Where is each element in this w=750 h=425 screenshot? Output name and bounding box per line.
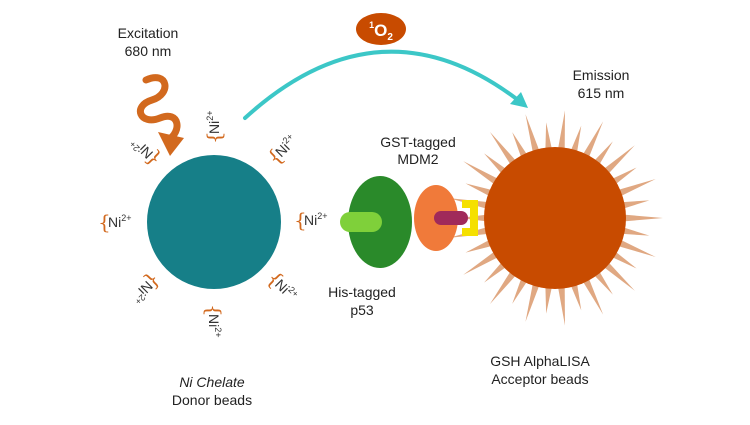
emission-ray — [512, 275, 529, 304]
o2-subscript: 2 — [387, 32, 393, 43]
emission-ray — [601, 259, 635, 291]
svg-text:Ni Chelate: Ni Chelate — [179, 374, 245, 390]
ni-ion-symbol: Ni2+ — [206, 314, 223, 338]
donor-chelate-label: Ni Chelate — [179, 374, 245, 390]
gsh-link — [434, 211, 468, 225]
donor-bead — [147, 155, 281, 289]
arrow-head — [510, 92, 528, 108]
emission-ray — [545, 122, 553, 153]
svg-text:1O2: 1O2 — [369, 20, 393, 43]
o2-base: O — [374, 21, 387, 40]
emission-ray — [615, 238, 656, 258]
bracket-icon: { — [98, 210, 111, 234]
emission-ray — [620, 214, 663, 222]
emission-ray — [525, 114, 541, 156]
his-label: His-tagged — [328, 284, 396, 300]
nickel-ion-label: {Ni2+ — [98, 210, 132, 234]
emission-ray — [512, 132, 529, 161]
svg-text:680 nm: 680 nm — [125, 43, 172, 59]
svg-text:MDM2: MDM2 — [397, 151, 438, 167]
singlet-oxygen-arrow — [243, 49, 520, 120]
nickel-ion-label: {Ni2+ — [294, 208, 328, 232]
ni-ion-symbol: Ni2+ — [108, 213, 132, 230]
his-tag — [340, 212, 382, 232]
nickel-ion-label: {Ni2+ — [262, 131, 295, 170]
emission-ray — [465, 183, 495, 198]
bracket-icon: { — [202, 304, 226, 317]
svg-text:Acceptor beads: Acceptor beads — [491, 371, 588, 387]
emission-ray — [601, 145, 635, 177]
emission-ray — [489, 268, 519, 305]
excitation-wave — [137, 74, 181, 144]
emission-ray — [557, 110, 565, 153]
donor-beads-label: Donor beads — [172, 392, 252, 408]
svg-text:GST-tagged: GST-tagged — [380, 134, 456, 150]
acceptor-beads-label: Acceptor beads — [491, 371, 588, 387]
ni-ion-symbol: Ni2+ — [272, 275, 301, 304]
svg-text:Donor beads: Donor beads — [172, 392, 252, 408]
gst-label: GST-tagged — [380, 134, 456, 150]
emission-ray — [463, 249, 501, 275]
svg-text:615 nm: 615 nm — [578, 85, 625, 101]
emission-ray — [465, 238, 495, 253]
emission-ray — [581, 275, 604, 315]
excitation-arrowhead — [158, 132, 184, 156]
ni-ion-symbol: Ni2+ — [205, 111, 222, 135]
emission-wavelength: 615 nm — [578, 85, 625, 101]
ni-ion-symbol: Ni2+ — [304, 211, 328, 228]
acceptor-bead — [484, 147, 626, 289]
nickel-ion-label: {Ni2+ — [133, 268, 166, 307]
svg-text:GSH AlphaLISA: GSH AlphaLISA — [490, 353, 590, 369]
emission-ray — [569, 280, 582, 311]
emission-ray — [569, 125, 582, 156]
emission-ray — [615, 178, 656, 198]
excitation-label: Excitation — [118, 25, 179, 41]
nickel-ion-label: {Ni2+ — [202, 111, 226, 145]
excitation-wavelength: 680 nm — [125, 43, 172, 59]
emission-ray — [525, 280, 541, 322]
singlet-oxygen-badge: 1O2 — [356, 13, 406, 45]
emission-ray — [463, 161, 501, 187]
ni-ion-symbol: Ni2+ — [127, 134, 156, 163]
nickel-ion-label: {Ni2+ — [127, 134, 166, 172]
emission-label: Emission — [573, 67, 630, 83]
svg-text:Excitation: Excitation — [118, 25, 179, 41]
emission-ray — [619, 200, 650, 210]
acceptor-name-label: GSH AlphaLISA — [490, 353, 590, 369]
nickel-ion-label: {Ni2+ — [262, 266, 301, 304]
bracket-icon: { — [294, 208, 307, 232]
emission-ray — [581, 121, 604, 161]
p53-label: p53 — [350, 302, 374, 318]
bracket-icon: { — [202, 131, 226, 144]
emission-ray — [545, 283, 553, 314]
o2-superscript: 1 — [369, 20, 374, 30]
svg-text:Emission: Emission — [573, 67, 630, 83]
svg-text:p53: p53 — [350, 302, 374, 318]
emission-ray — [619, 226, 650, 236]
emission-ray — [489, 131, 519, 168]
emission-ray — [557, 283, 565, 326]
svg-text:His-tagged: His-tagged — [328, 284, 396, 300]
mdm2-label: MDM2 — [397, 151, 438, 167]
gst-cup — [462, 200, 478, 236]
nickel-ion-label: {Ni2+ — [202, 304, 226, 338]
